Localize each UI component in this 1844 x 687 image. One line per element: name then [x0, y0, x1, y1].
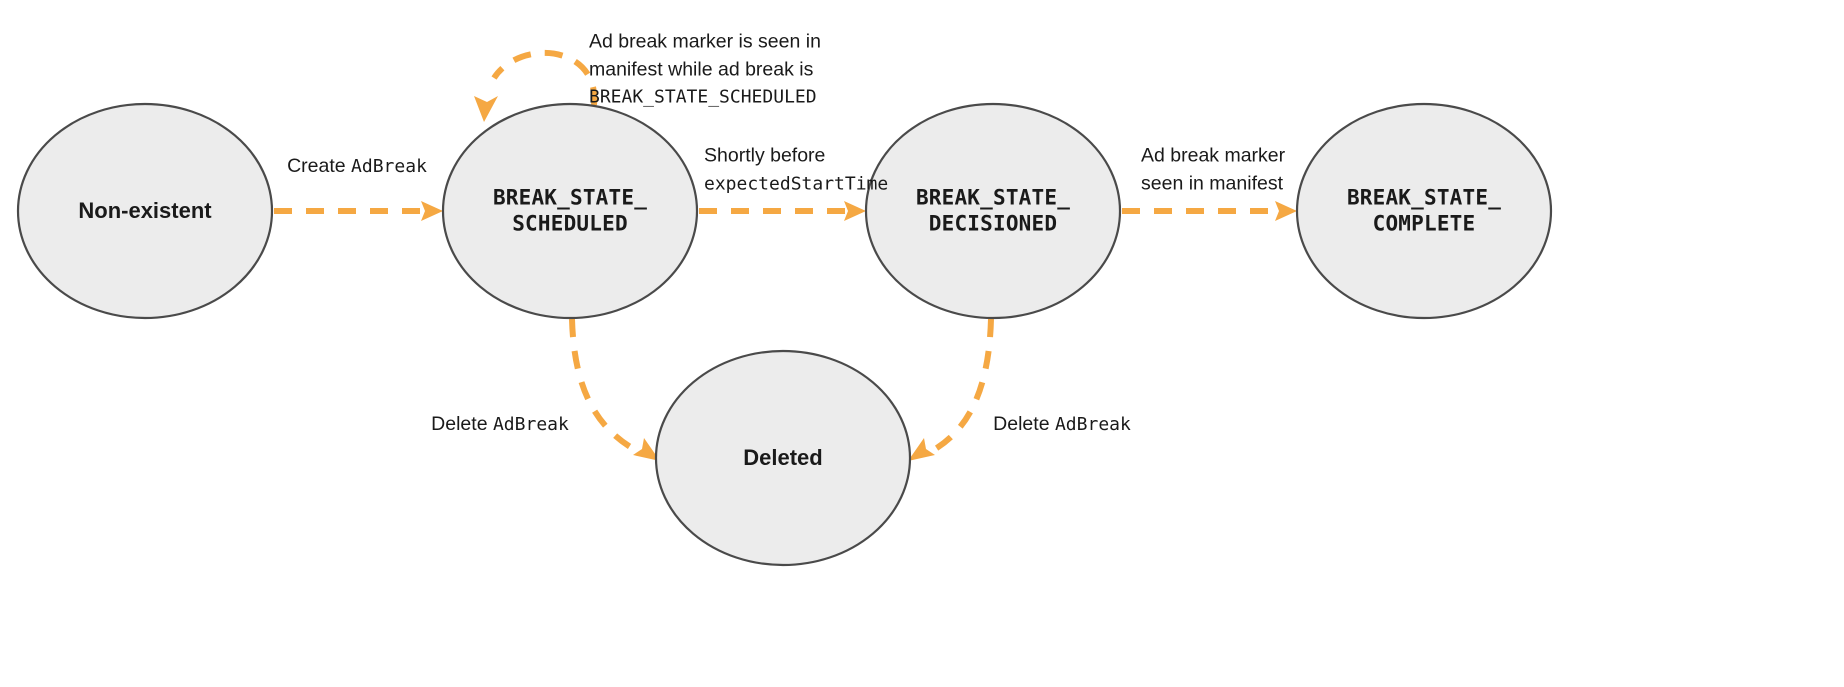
node-break-state-decisioned[interactable]	[864, 102, 1122, 320]
edge-create-adbreak	[274, 201, 443, 221]
edge-scheduled-self-loop	[474, 49, 598, 122]
arrowhead	[1275, 201, 1297, 221]
arrowhead	[421, 201, 443, 221]
arrowhead	[844, 201, 866, 221]
node-non-existent[interactable]	[16, 102, 274, 320]
node-break-state-complete[interactable]	[1295, 102, 1553, 320]
node-deleted[interactable]	[654, 349, 912, 567]
edge-scheduled-to-deleted	[569, 318, 660, 461]
arrowhead	[633, 438, 660, 461]
edge-decisioned-to-deleted	[908, 318, 994, 461]
node-break-state-scheduled[interactable]	[441, 102, 699, 320]
edge-decisioned-to-complete	[1122, 201, 1297, 221]
edge-scheduled-to-decisioned	[699, 201, 866, 221]
arrowhead	[474, 96, 498, 122]
arrowhead	[908, 438, 935, 461]
